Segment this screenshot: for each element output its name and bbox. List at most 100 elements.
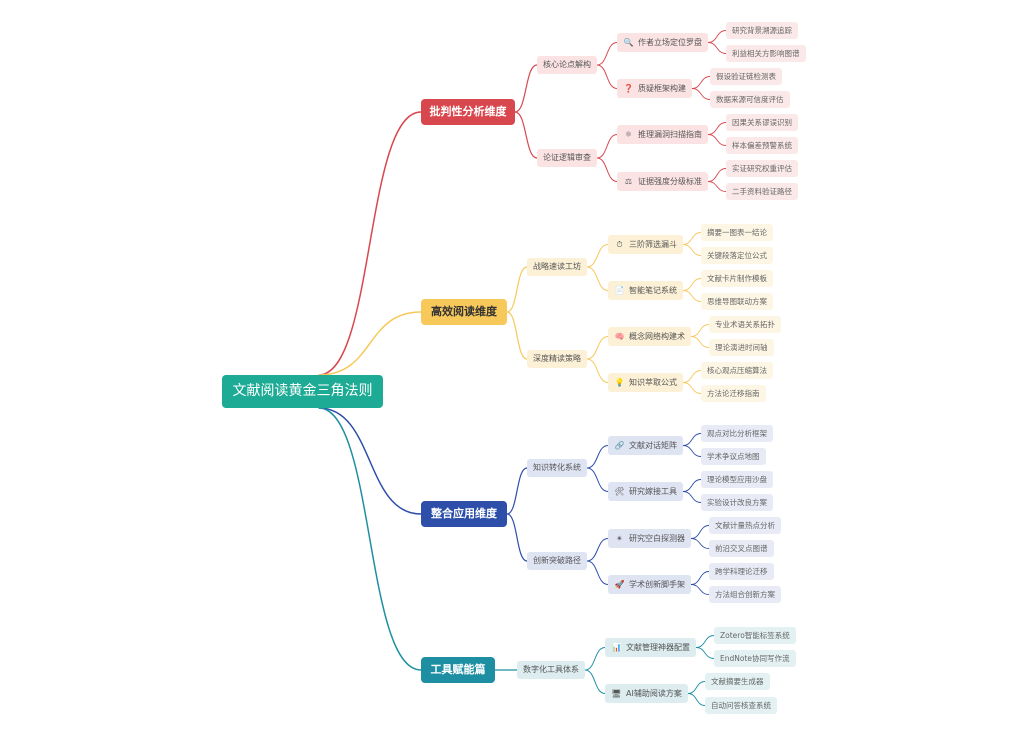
topic-leaf-link <box>682 382 702 394</box>
sub-digital-tools[interactable]: 数字化工具体系 <box>517 661 585 679</box>
branch-integration[interactable]: 整合应用维度 <box>421 501 507 527</box>
atom-icon: ⚛ <box>624 130 633 139</box>
sub-topic-link <box>584 669 606 694</box>
leaf-node[interactable]: 理论演进时间轴 <box>709 339 774 356</box>
leaf-node[interactable]: 文献摘要生成器 <box>705 673 770 690</box>
topic-literature-dialogue[interactable]: 🔗文献对话矩阵 <box>608 436 683 455</box>
topic-leaf-link <box>695 647 715 659</box>
topic-research-grafting[interactable]: 🛠 研究嫁接工具 <box>608 482 683 501</box>
sub-innovation-path[interactable]: 创新突破路径 <box>527 552 587 570</box>
topic-evidence-grading[interactable]: ⚖证据强度分级标准 <box>617 172 708 191</box>
topic-leaf-link <box>690 538 710 549</box>
sub-topic-link <box>586 358 609 383</box>
topic-ai-reading[interactable]: 🖥 AI辅助阅读方案 <box>605 684 688 703</box>
leaf-node[interactable]: 文献卡片制作模板 <box>701 270 773 287</box>
branch-critical-analysis[interactable]: 批判性分析维度 <box>421 99 515 125</box>
topic-leaf-link <box>707 168 727 182</box>
topic-label: 文献对话矩阵 <box>629 441 677 450</box>
leaf-node[interactable]: Zotero智能标签系统 <box>714 627 796 644</box>
topic-leaf-link <box>691 76 711 89</box>
chart-icon: 📊 <box>611 643 622 652</box>
lightbulb-icon: 💡 <box>614 378 625 387</box>
sub-topic-link <box>586 266 609 291</box>
branch-tools[interactable]: 工具赋能篇 <box>421 657 495 683</box>
leaf-node[interactable]: 理论模型应用沙盘 <box>701 471 773 488</box>
sub-topic-link <box>584 647 606 671</box>
leaf-node[interactable]: 思维导图联动方案 <box>701 293 773 310</box>
topic-leaf-link <box>691 88 711 100</box>
branch-sub-link <box>506 467 528 515</box>
leaf-node[interactable]: 研究背景溯源追踪 <box>726 22 798 39</box>
sub-logic-review[interactable]: 论证逻辑审查 <box>537 149 597 167</box>
sub-topic-link <box>596 42 618 66</box>
leaf-node[interactable]: 专业术语关系拓扑 <box>709 316 781 333</box>
topic-leaf-link <box>690 525 710 539</box>
monitor-icon: 🖥 <box>611 689 622 698</box>
leaf-node[interactable]: 假设验证链检测表 <box>710 68 782 85</box>
topic-reference-manager[interactable]: 📊文献管理神器配置 <box>605 638 696 657</box>
leaf-node[interactable]: 方法论迁移指南 <box>701 385 766 402</box>
topic-smart-notes[interactable]: 📄 智能笔记系统 <box>608 281 683 300</box>
topic-knowledge-extraction[interactable]: 💡 知识萃取公式 <box>608 373 683 392</box>
topic-leaf-link <box>707 134 727 146</box>
sub-core-argument[interactable]: 核心论点解构 <box>537 56 597 74</box>
topic-label: AI辅助阅读方案 <box>626 689 682 698</box>
root-branch-link <box>318 407 422 671</box>
topic-label: 研究嫁接工具 <box>629 487 677 496</box>
leaf-node[interactable]: 实验设计改良方案 <box>701 494 773 511</box>
sub-topic-link <box>596 157 618 182</box>
leaf-node[interactable]: 二手资料验证路径 <box>726 183 798 200</box>
topic-leaf-link <box>690 336 710 348</box>
leaf-node[interactable]: 关键段落定位公式 <box>701 247 773 264</box>
topic-question-framework[interactable]: ❓质疑框架构建 <box>617 79 692 98</box>
leaf-node[interactable]: 摘要一图表一结论 <box>701 224 773 241</box>
sub-topic-link <box>596 64 618 89</box>
topic-gap-detector[interactable]: ✴ 研究空白探测器 <box>608 529 691 548</box>
tools-icon: 🛠 <box>614 487 625 496</box>
leaf-node[interactable]: 方法组合创新方案 <box>709 586 781 603</box>
sub-topic-link <box>586 467 609 492</box>
topic-innovation-scaffold[interactable]: 🚀学术创新脚手架 <box>608 575 691 594</box>
topic-label: 三阶筛选漏斗 <box>629 240 677 249</box>
topic-concept-network[interactable]: 🧠概念网络构建术 <box>608 327 691 346</box>
topic-leaf-link <box>707 122 727 135</box>
topic-three-stage-funnel[interactable]: ⏱三阶筛选漏斗 <box>608 235 683 254</box>
document-icon: 📄 <box>614 286 625 295</box>
branch-sub-link <box>514 64 538 113</box>
root-node[interactable]: 文献阅读黄金三角法则 <box>222 375 383 408</box>
sub-speed-reading[interactable]: 战略速读工坊 <box>527 258 587 276</box>
sub-topic-link <box>586 336 609 360</box>
leaf-node[interactable]: 核心观点压缩算法 <box>701 362 773 379</box>
sub-topic-link <box>586 560 609 585</box>
question-icon: ❓ <box>623 84 634 93</box>
burst-icon: ✴ <box>616 534 623 543</box>
branch-sub-link <box>506 513 528 562</box>
topic-leaf-link <box>682 479 702 492</box>
leaf-node[interactable]: 文献计量热点分析 <box>709 517 781 534</box>
leaf-node[interactable]: 自动问答核查系统 <box>705 697 777 714</box>
leaf-node[interactable]: EndNote协同写作流 <box>714 650 796 667</box>
topic-label: 智能笔记系统 <box>629 286 677 295</box>
topic-author-stance[interactable]: 🔍作者立场定位罗盘 <box>617 33 708 52</box>
leaf-node[interactable]: 前沿交叉点图谱 <box>709 540 774 557</box>
topic-leaf-link <box>695 635 715 648</box>
topic-leaf-link <box>682 232 702 245</box>
topic-leaf-link <box>682 290 702 302</box>
leaf-node[interactable]: 实证研究权重评估 <box>726 160 798 177</box>
leaf-node[interactable]: 因果关系谬误识别 <box>726 114 798 131</box>
leaf-node[interactable]: 观点对比分析框架 <box>701 425 773 442</box>
topic-leaf-link <box>682 244 702 256</box>
leaf-node[interactable]: 数据来源可信度评估 <box>710 91 790 108</box>
leaf-node[interactable]: 跨学科理论迁移 <box>709 563 774 580</box>
topic-reasoning-scan[interactable]: ⚛推理漏洞扫描指南 <box>617 125 708 144</box>
branch-efficient-reading[interactable]: 高效阅读维度 <box>421 299 507 325</box>
rocket-icon: 🚀 <box>614 580 625 589</box>
leaf-node[interactable]: 样本偏差预警系统 <box>726 137 798 154</box>
sub-knowledge-transform[interactable]: 知识转化系统 <box>527 459 587 477</box>
topic-label: 研究空白探测器 <box>629 534 685 543</box>
leaf-node[interactable]: 学术争议点地图 <box>701 448 766 465</box>
leaf-node[interactable]: 利益相关方影响图谱 <box>726 45 806 62</box>
root-branch-link <box>318 407 422 515</box>
topic-label: 知识萃取公式 <box>629 378 677 387</box>
sub-deep-reading[interactable]: 深度精读策略 <box>527 350 587 368</box>
